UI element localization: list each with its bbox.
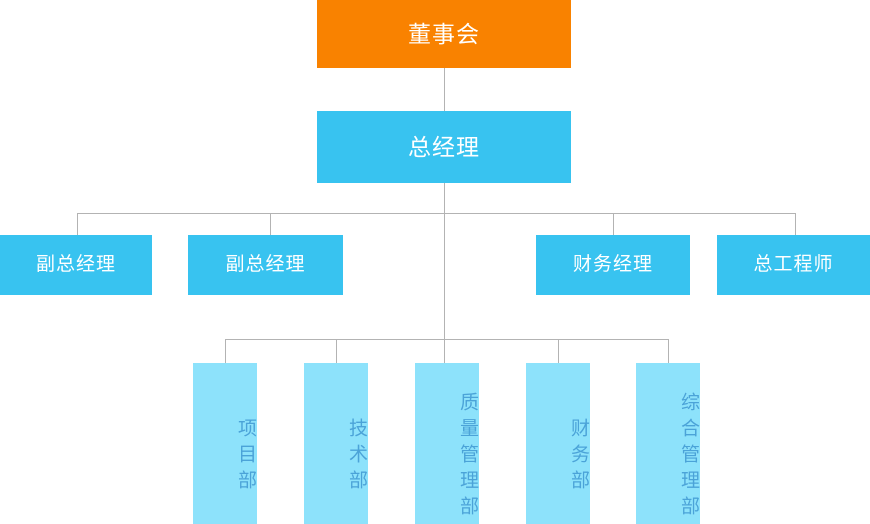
connector-drop-deputy-general-manager-2 [270, 213, 271, 235]
connector-general-manager-stem [444, 183, 445, 213]
node-finance-manager-label: 财务经理 [572, 254, 653, 276]
connector-drop-finance-department [558, 339, 559, 363]
node-quality-management-department-label: 质量管理部 [457, 391, 478, 522]
node-chief-engineer[interactable]: 总工程师 [717, 235, 870, 295]
connector-central-trunk-to-level4 [444, 213, 445, 339]
node-deputy-general-manager-2-label: 副总经理 [225, 254, 306, 276]
node-board-label: 董事会 [408, 20, 480, 47]
node-finance-manager[interactable]: 财务经理 [536, 235, 690, 295]
connector-drop-chief-engineer [795, 213, 796, 235]
connector-drop-quality-management-department [444, 339, 445, 363]
connector-level4-bus [225, 339, 668, 340]
node-project-department-label: 项目部 [235, 417, 256, 496]
node-general-management-department-label: 综合管理部 [678, 391, 699, 522]
node-deputy-general-manager-2[interactable]: 副总经理 [188, 235, 343, 295]
node-general-manager-label: 总经理 [408, 133, 480, 160]
node-finance-department[interactable]: 财务部 [526, 363, 590, 524]
node-technology-department-label: 技术部 [346, 417, 367, 496]
node-general-manager[interactable]: 总经理 [317, 111, 571, 183]
node-finance-department-label: 财务部 [568, 417, 589, 496]
node-deputy-general-manager-1-label: 副总经理 [35, 254, 116, 276]
connector-drop-project-department [225, 339, 226, 363]
node-board[interactable]: 董事会 [317, 0, 571, 68]
node-quality-management-department[interactable]: 质量管理部 [415, 363, 479, 524]
node-project-department[interactable]: 项目部 [193, 363, 257, 524]
connector-drop-technology-department [336, 339, 337, 363]
node-deputy-general-manager-1[interactable]: 副总经理 [0, 235, 152, 295]
connector-level3-bus [77, 213, 795, 214]
node-general-management-department[interactable]: 综合管理部 [636, 363, 700, 524]
connector-board-to-general-manager [444, 68, 445, 111]
connector-drop-deputy-general-manager-1 [77, 213, 78, 235]
connector-drop-finance-manager [613, 213, 614, 235]
node-technology-department[interactable]: 技术部 [304, 363, 368, 524]
node-chief-engineer-label: 总工程师 [753, 254, 834, 276]
connector-drop-general-management-department [668, 339, 669, 363]
